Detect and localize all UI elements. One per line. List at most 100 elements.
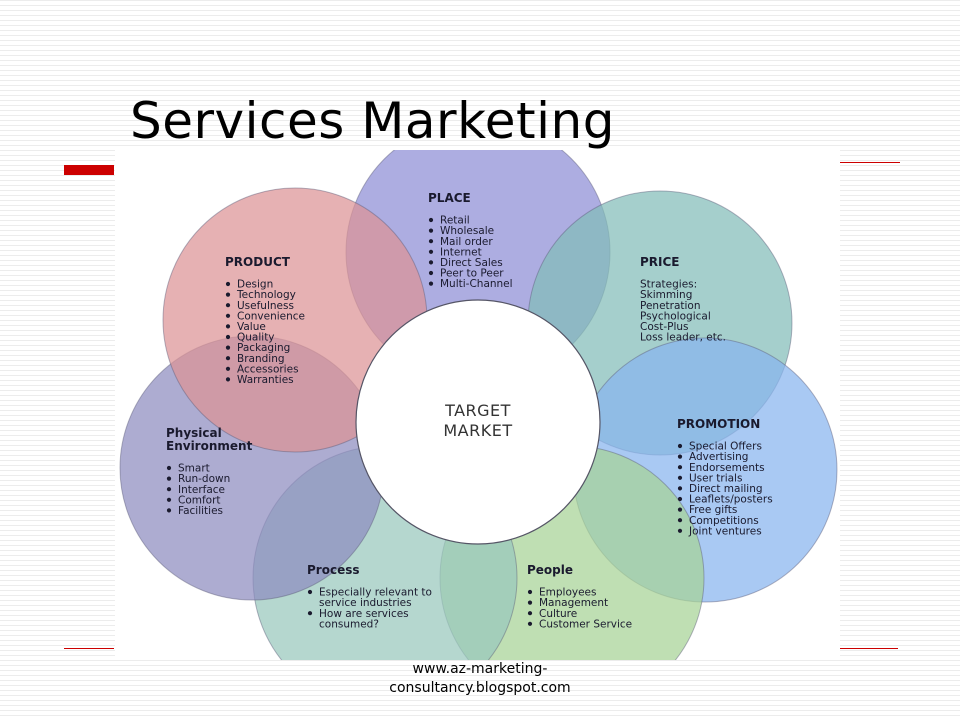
segment-item: Wholesale [440,225,494,237]
segment-people: PeopleEmployeesManagementCultureCustomer… [527,563,632,630]
bullet-icon [677,496,683,502]
segment-item: How are services [319,608,409,620]
bullet-icon [225,334,231,340]
bullet-icon [166,476,172,481]
segment-item: Cost-Plus [640,321,689,333]
segment-item: Retail [440,215,470,227]
segment-item: Psychological [640,310,711,322]
segment-title: PLACE [428,191,471,205]
bullet-icon [677,465,683,470]
bullet-icon [225,303,231,308]
segment-item: Competitions [689,515,759,527]
bullet-icon [677,486,683,491]
bullet-icon [307,611,313,616]
bullet-icon [527,589,533,595]
bullet-icon [166,508,172,513]
segment-item: Leaflets/posters [689,494,773,506]
bullet-icon [225,313,231,318]
segment-item: Endorsements [689,462,765,474]
segment-item: Free gifts [689,504,737,516]
segment-title: People [527,563,573,577]
segment-item: Special Offers [689,441,762,453]
bullet-icon [225,292,231,297]
segment-item: Internet [440,246,482,258]
title-accent-bar [64,165,114,175]
segment-title: Process [307,563,360,577]
bullet-icon [166,487,172,492]
bullet-icon [428,260,434,265]
segment-item: service industries [319,597,412,609]
segment-item: Interface [178,484,225,496]
segment-item: Smart [178,463,210,475]
bullet-icon [677,475,683,480]
decorative-rule-top-right [840,162,900,163]
segment-item: Direct Sales [440,257,503,269]
segment-item: Multi-Channel [440,278,513,290]
segment-item: Penetration [640,300,701,312]
bullet-icon [166,497,172,502]
segment-title: Physical [166,426,222,440]
source-credit: www.az-marketing-consultancy.blogspot.co… [389,661,571,696]
slide-title: Services Marketing [130,92,615,150]
decorative-rule-bottom-left [64,648,114,649]
bullet-icon [677,443,683,449]
segment-item: Skimming [640,289,692,301]
segment-item: Warranties [237,374,294,386]
segment-item: Packaging [237,342,290,354]
segment-item: Management [539,597,608,609]
segment-item: Facilities [178,505,223,517]
segment-item: Quality [237,332,275,344]
segment-item: Joint ventures [688,525,762,537]
bullet-icon [527,611,533,616]
segment-item: Customer Service [539,618,632,630]
target-market-label: TARGET [444,401,511,420]
segment-title: PRODUCT [225,255,291,269]
bullet-icon [677,454,683,459]
segment-title: PRICE [640,255,680,269]
bullet-icon [428,239,434,244]
bullet-icon [225,281,231,287]
bullet-icon [225,366,231,371]
bullet-icon [428,228,434,233]
segment-item: Peer to Peer [440,268,504,280]
segment-item: User trials [689,472,742,484]
segment-item: Especially relevant to [319,587,432,599]
segment-product: PRODUCTDesignTechnologyUsefulnessConveni… [225,255,305,386]
segment-item: Usefulness [237,300,294,312]
bullet-icon [428,270,434,276]
target-market-label: MARKET [443,421,512,440]
bullet-icon [428,281,434,286]
bullet-icon [166,465,172,471]
segment-item: consumed? [319,618,379,630]
segment-item: Run-down [178,473,230,485]
bullet-icon [527,600,533,605]
bullet-icon [225,345,231,350]
bullet-icon [225,377,231,382]
segment-physical: PhysicalEnvironmentSmartRun-downInterfac… [166,426,253,517]
bullet-icon [677,528,683,533]
segment-title: PROMOTION [677,417,760,431]
segment-item: Comfort [178,494,221,506]
segment-item: Branding [237,353,285,365]
segment-price: PRICEStrategies:SkimmingPenetrationPsych… [640,255,726,344]
segment-title: Environment [166,439,253,453]
bullet-icon [677,518,683,523]
segment-item: Design [237,279,273,291]
segment-item: Accessories [237,363,299,375]
bullet-icon [527,621,533,626]
segment-item: Advertising [689,451,748,463]
segment-item: Technology [236,289,296,301]
bullet-icon [225,356,231,361]
bullet-icon [428,249,434,254]
segment-item: Mail order [440,236,493,248]
segment-item: Value [237,321,266,333]
bullet-icon [225,324,231,329]
decorative-rule-bottom-right [840,648,898,649]
bullet-icon [307,589,313,595]
target-market-circle [355,299,601,545]
segment-item: Loss leader, etc. [640,332,726,344]
